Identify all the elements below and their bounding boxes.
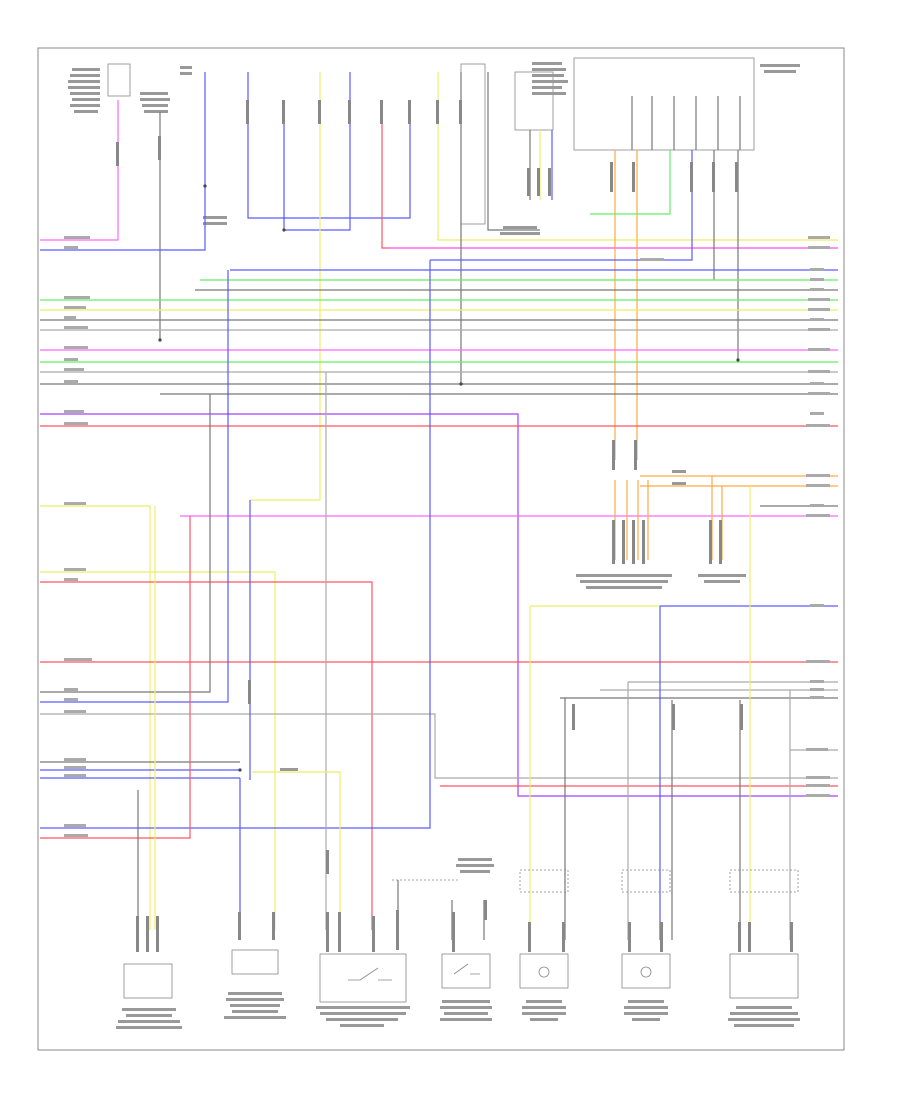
wire-pink-top-left [40, 100, 119, 241]
lower-vertical-wires [137, 372, 791, 940]
wire-blue-top-3 [283, 72, 351, 231]
mid-labels [280, 470, 746, 771]
component-box-5-light [519, 953, 569, 989]
wire-blue-module [430, 150, 693, 261]
right-wire-labels [640, 236, 830, 797]
connector-box-top-left [107, 63, 131, 97]
ground-box-top [460, 63, 486, 225]
bus-gray-8 [40, 394, 211, 693]
mid-connectors [116, 100, 743, 874]
bus-blue-6 [40, 260, 431, 829]
dashed-box-5 [519, 869, 569, 893]
wire-yellow-lower-1 [252, 771, 341, 930]
horizontal-bus-wires [40, 260, 838, 930]
component-box-1 [123, 963, 173, 999]
wire-green-module [590, 150, 671, 215]
bottom-component-labels [116, 858, 800, 1029]
control-module-box-top-right [573, 57, 755, 151]
component-box-6-light [621, 953, 671, 989]
wire-blue-fuse [40, 72, 206, 251]
bus-blue-3 [40, 270, 229, 703]
switch-symbol-4 [453, 963, 480, 975]
switch-symbol-3 [348, 967, 392, 981]
left-wire-labels [64, 236, 92, 837]
wire-yellow-top-2 [437, 72, 838, 241]
lamp-symbol-5 [538, 966, 550, 978]
bus-red-2 [40, 581, 373, 930]
bottom-connector-pins [136, 900, 793, 952]
lamp-symbol-6 [640, 966, 652, 978]
component-box-4-switch [441, 953, 491, 989]
relay-box-top-center [514, 71, 554, 131]
component-box-2 [231, 949, 279, 975]
bus-red-5 [40, 516, 191, 839]
component-box-3-switch [319, 953, 407, 1003]
wire-gray-relay [487, 72, 540, 231]
bus-yellow-3 [40, 571, 276, 930]
bus-gray-9 [40, 713, 838, 779]
dashed-box-7 [729, 869, 799, 893]
bus-yellow-2 [40, 505, 151, 930]
bottom-components [123, 869, 799, 1003]
wire-yellow-top-1 [250, 72, 321, 501]
dashed-box-6 [621, 869, 671, 893]
diagram-frame [37, 47, 845, 1051]
bus-purple-1 [40, 413, 838, 797]
wire-blue-top-2 [247, 72, 411, 219]
top-label-marks [68, 62, 800, 235]
junction-dots [158, 184, 740, 772]
component-box-7-module [729, 953, 799, 999]
